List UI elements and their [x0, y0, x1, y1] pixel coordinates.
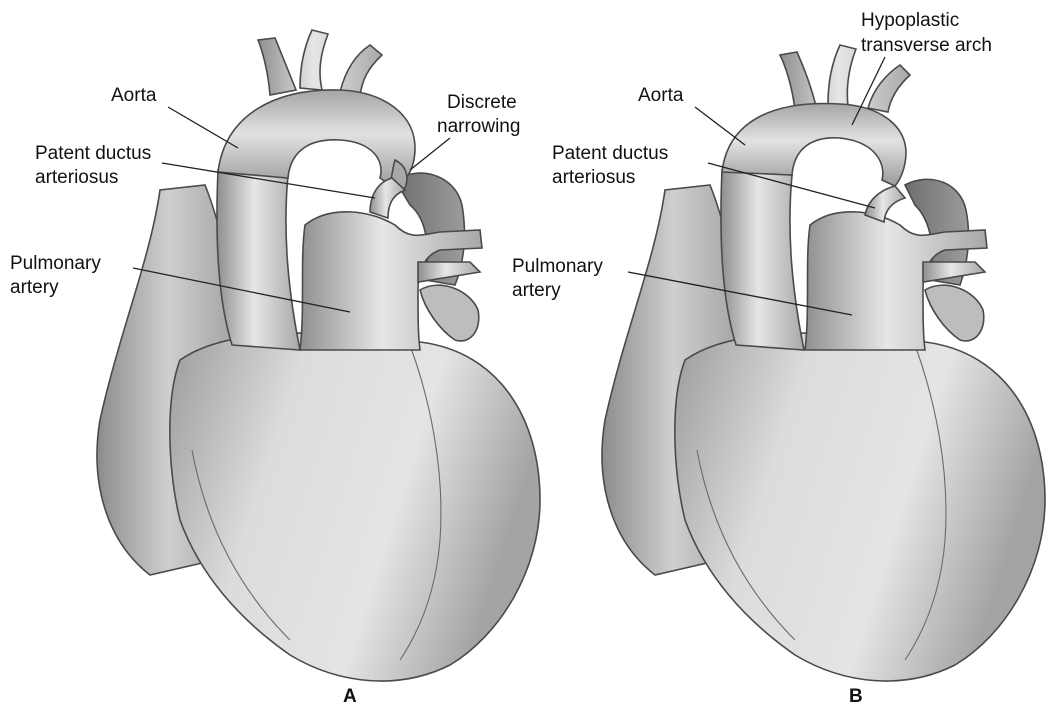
label-pulmonary-a-2: artery [10, 277, 59, 298]
panel-letter-a: A [343, 686, 357, 707]
ventricles [675, 333, 1045, 681]
label-ductus-a-1: Patent ductus [35, 143, 151, 164]
ventricles [170, 333, 540, 681]
label-pulmonary-b-1: Pulmonary [512, 256, 603, 277]
label-ductus-b-2: arteriosus [552, 167, 635, 188]
ascending-aorta [217, 170, 300, 350]
leader-narrowing-a [410, 138, 450, 170]
label-arch-b-2: transverse arch [861, 35, 992, 56]
label-narrowing-a-1: Discrete [447, 92, 517, 113]
label-arch-b-1: Hypoplastic [861, 10, 959, 31]
label-ductus-b-1: Patent ductus [552, 143, 668, 164]
panel-letter-b: B [849, 686, 863, 707]
label-narrowing-a-2: narrowing [437, 116, 520, 137]
leader-aorta-a [168, 107, 238, 148]
label-pulmonary-a-1: Pulmonary [10, 253, 101, 274]
aortic-arch [218, 90, 415, 188]
label-aorta-a: Aorta [111, 85, 157, 106]
atrial-appendage [420, 285, 479, 341]
ascending-aorta [721, 170, 804, 350]
label-aorta-b: Aorta [638, 85, 684, 106]
panel-b [602, 45, 1045, 681]
patent-ductus [865, 186, 905, 222]
atrial-appendage [925, 285, 984, 341]
label-pulmonary-b-2: artery [512, 280, 561, 301]
leader-aorta-b [695, 107, 745, 145]
arch-branch-vessels [258, 30, 382, 96]
label-ductus-a-2: arteriosus [35, 167, 118, 188]
